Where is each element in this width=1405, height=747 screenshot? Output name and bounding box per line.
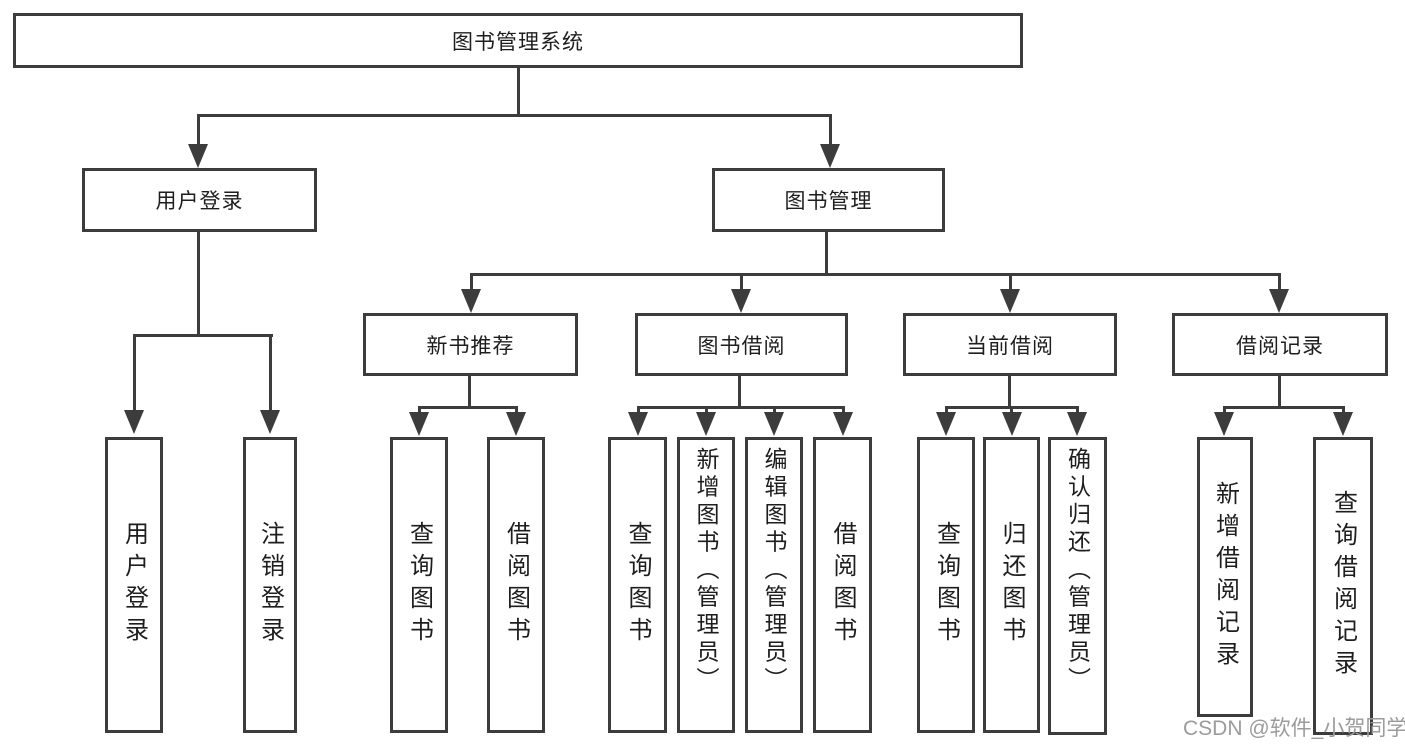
leaf-borrow-books-1: 借阅图书 [487, 437, 545, 733]
connector-ul-leaf1-stem-line [132, 334, 136, 416]
connector-book-mgmt-stem-line [828, 114, 832, 150]
arrow-down-icon [820, 144, 840, 168]
connector-l3-stem-line [1277, 273, 1281, 293]
connector-user-login-stem-line [196, 114, 200, 150]
csdn-watermark: CSDN @软件_小贺同学 [1183, 717, 1405, 740]
arrow-down-icon [409, 412, 429, 436]
leaf-query-books-1: 查询图书 [390, 437, 448, 733]
arrow-down-icon [936, 412, 956, 436]
connector-l3-stem-line [739, 273, 743, 293]
leaf-logout-label: 注销登录 [256, 521, 284, 649]
arrow-down-icon [764, 412, 784, 436]
node-book-management: 图书管理 [712, 168, 945, 232]
leaf-edit-books-admin: 编辑图书（管理员） [745, 437, 803, 733]
leaf-borrow-books-2-label: 借阅图书 [829, 521, 856, 649]
arrow-down-icon [1269, 289, 1289, 313]
node-user-login-label: 用户登录 [155, 190, 244, 213]
connector-nbr-down-line [468, 376, 471, 409]
leaf-add-books-admin-label: 新增图书（管理员） [693, 447, 719, 695]
arrow-down-icon [628, 412, 648, 436]
node-borrow-records-label: 借阅记录 [1236, 334, 1324, 358]
leaf-user-login-label: 用户登录 [120, 521, 148, 649]
leaf-confirm-return-admin: 确认归还（管理员） [1048, 437, 1107, 735]
connector-l3-stem-line [1008, 273, 1012, 293]
connector-cb-down-line [1008, 376, 1011, 409]
arrow-down-icon [260, 410, 280, 434]
leaf-edit-books-admin-label: 编辑图书（管理员） [761, 447, 787, 695]
leaf-return-books-label: 归还图书 [998, 521, 1025, 649]
leaf-add-borrow-record-label: 新增借阅记录 [1211, 481, 1239, 673]
arrow-down-icon [188, 144, 208, 168]
arrow-down-icon [1001, 412, 1022, 436]
leaf-query-books-3: 查询图书 [917, 437, 975, 733]
node-root-system: 图书管理系统 [13, 13, 1023, 68]
leaf-borrow-books-1-label: 借阅图书 [502, 521, 530, 649]
leaf-add-books-admin: 新增图书（管理员） [677, 437, 735, 733]
arrow-down-icon [506, 412, 526, 436]
connector-root-branch-line [197, 114, 831, 117]
leaf-query-books-3-label: 查询图书 [932, 521, 960, 649]
connector-nbr-branch-line [418, 406, 517, 409]
connector-bb-down-line [738, 376, 741, 409]
leaf-user-login: 用户登录 [105, 437, 163, 733]
arrow-down-icon [1214, 412, 1234, 436]
connector-user-login-down-line [197, 232, 200, 337]
node-root-label: 图书管理系统 [452, 30, 584, 54]
leaf-query-books-1-label: 查询图书 [405, 521, 433, 649]
connector-book-mgmt-branch-line [470, 273, 1280, 276]
leaf-add-borrow-record: 新增借阅记录 [1197, 437, 1253, 717]
leaf-query-books-2-label: 查询图书 [624, 521, 651, 649]
connector-user-login-branch-line [133, 334, 273, 337]
leaf-borrow-books-2: 借阅图书 [813, 437, 872, 733]
leaf-logout: 注销登录 [243, 437, 297, 733]
leaf-query-borrow-record-label: 查询借阅记录 [1329, 490, 1357, 682]
connector-book-mgmt-down-line [825, 232, 828, 276]
node-book-borrowing-label: 图书借阅 [697, 334, 786, 358]
leaf-query-books-2: 查询图书 [608, 437, 667, 733]
arrow-down-icon [696, 412, 716, 436]
arrow-down-icon [731, 289, 751, 313]
connector-root-stem-line [517, 68, 520, 116]
connector-l3-stem-line [469, 273, 473, 293]
node-book-borrowing: 图书借阅 [635, 313, 848, 376]
node-book-management-label: 图书管理 [784, 190, 873, 213]
arrow-down-icon [1000, 289, 1020, 313]
connector-ul-leaf2-stem-line [268, 334, 272, 416]
leaf-query-borrow-record: 查询借阅记录 [1313, 437, 1373, 735]
arrow-down-icon [1333, 412, 1353, 436]
node-new-book-recommend: 新书推荐 [363, 313, 578, 376]
node-user-login: 用户登录 [82, 168, 317, 232]
connector-br-branch-line [1223, 406, 1343, 409]
arrow-down-icon [124, 410, 144, 434]
node-current-borrowing-label: 当前借阅 [966, 334, 1054, 358]
node-current-borrowing: 当前借阅 [903, 313, 1117, 376]
leaf-confirm-return-admin-label: 确认归还（管理员） [1064, 447, 1091, 695]
node-borrow-records: 借阅记录 [1172, 313, 1388, 376]
arrow-down-icon [833, 412, 853, 436]
connector-br-down-line [1277, 376, 1281, 409]
leaf-return-books: 归还图书 [983, 437, 1040, 733]
node-new-book-recommend-label: 新书推荐 [426, 334, 515, 358]
connector-bb-branch-line [637, 406, 844, 409]
arrow-down-icon [461, 289, 481, 313]
arrow-down-icon [1067, 412, 1087, 436]
